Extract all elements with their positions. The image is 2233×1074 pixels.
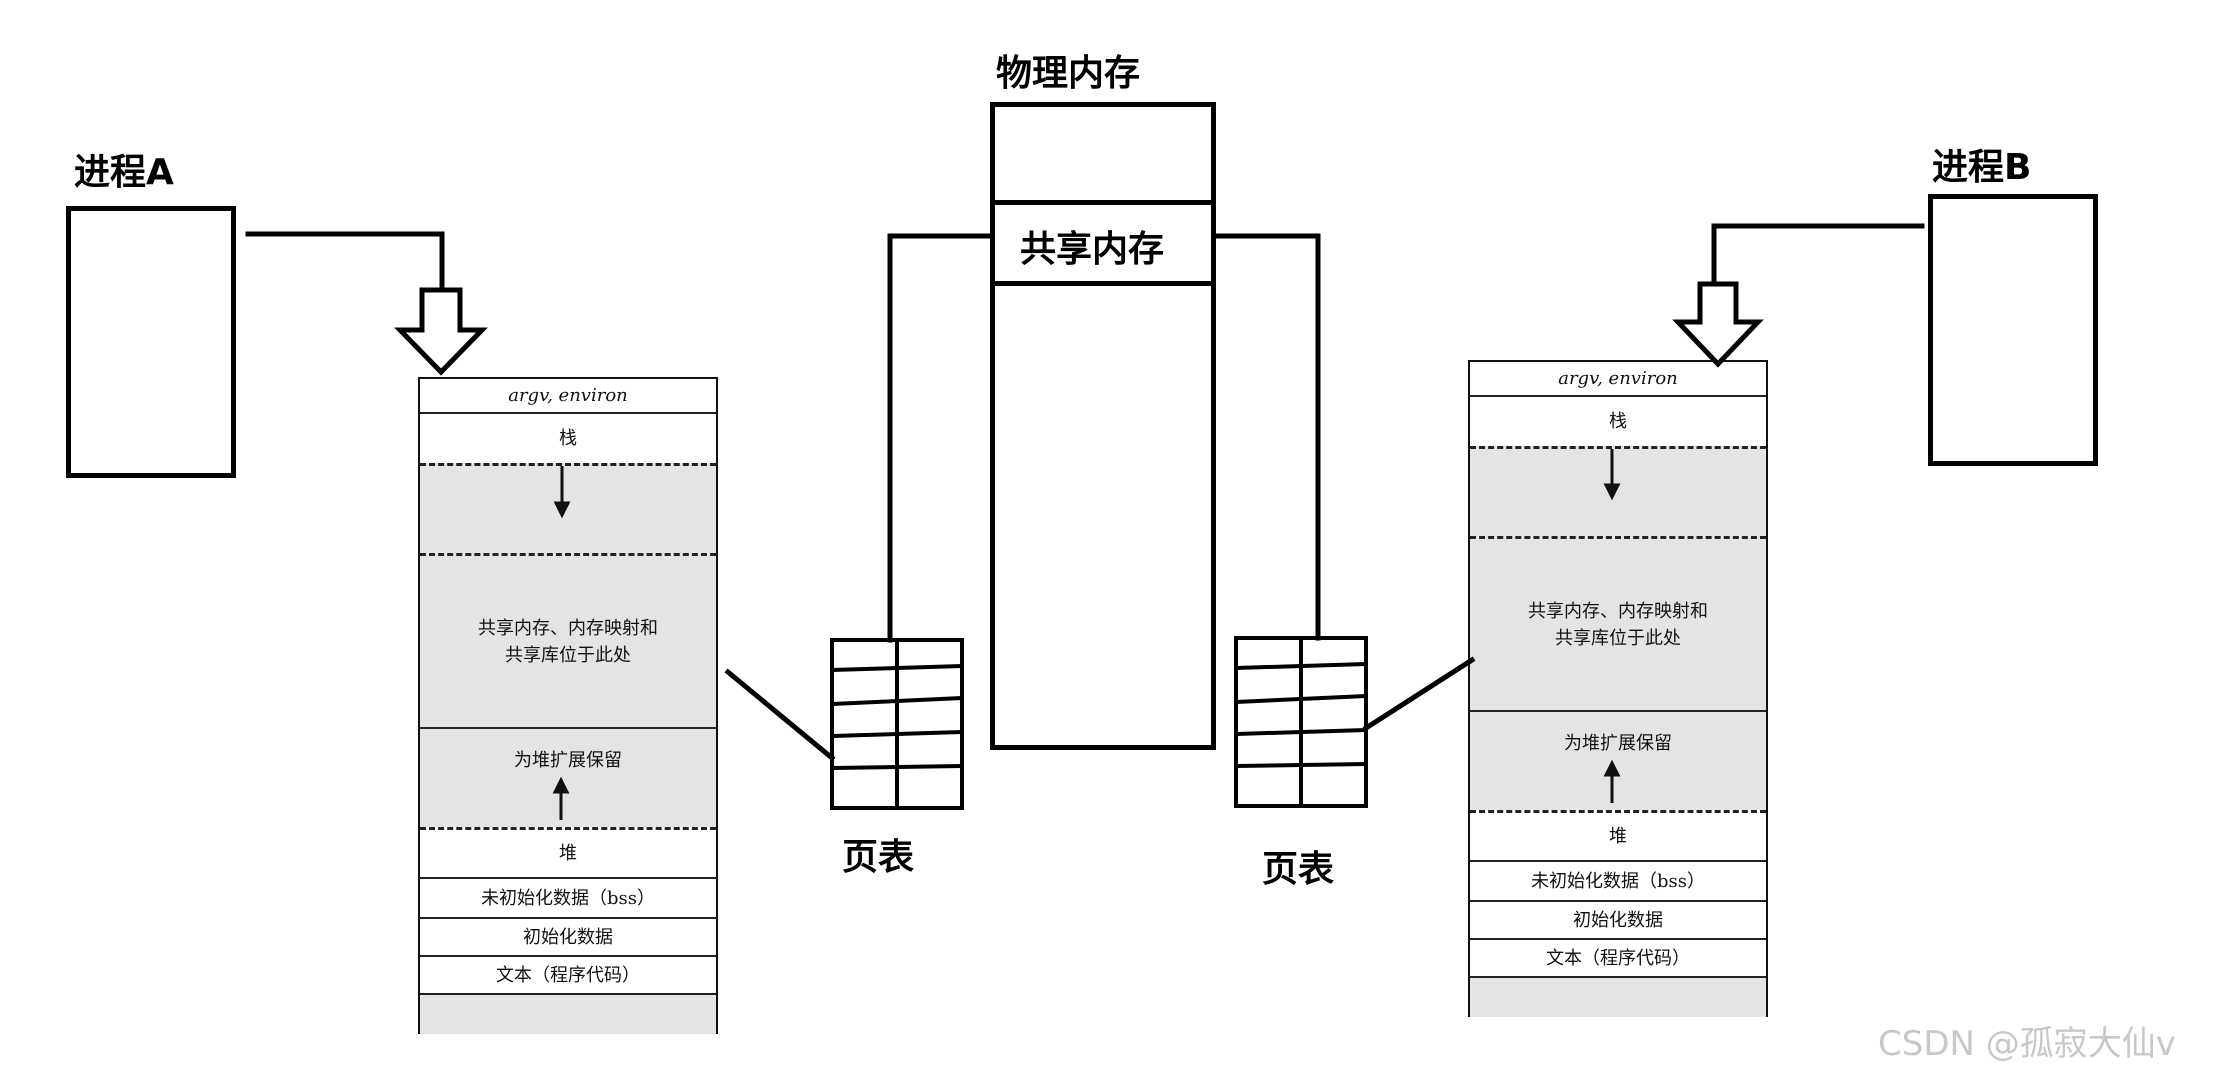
bottom-segment [1470, 976, 1766, 1017]
page-table-right-row [1235, 728, 1367, 736]
argv-environ-segment: argv, environ [1558, 368, 1678, 389]
page-table-left-row [831, 696, 963, 706]
page-table-right-label: 页表 [1262, 849, 1335, 890]
address-space-b: argv, environ 栈 共享内存、内存映射和 共享库位于此处 为堆扩展保… [1468, 360, 1768, 1017]
down-arrow-b-icon [1672, 281, 1764, 368]
page-table-left-label: 页表 [842, 837, 915, 878]
data-segment: 初始化数据 [420, 917, 716, 955]
shared-memory-label: 共享内存 [1020, 229, 1165, 270]
process-b-wire [1711, 223, 1925, 319]
space-a-to-table-wire [724, 668, 836, 762]
shared-to-left-table-wire [887, 233, 995, 643]
stack-growth-arrowhead-a-icon [553, 501, 571, 519]
bss-segment: 未初始化数据（bss） [420, 877, 716, 917]
process-b-label: 进程B [1932, 147, 2032, 188]
stack-growth-arrowhead-b-icon [1603, 483, 1621, 501]
bottom-segment [420, 993, 716, 1034]
watermark: CSDN @孤寂大仙v [1878, 1024, 2176, 1064]
process-b-box [1928, 194, 2098, 466]
process-a-wire [245, 231, 445, 325]
physical-memory-label: 物理内存 [996, 53, 1141, 94]
stack-segment: 栈 [420, 412, 716, 463]
text-segment: 文本（程序代码） [1470, 938, 1766, 976]
heap-reserve-segment: 为堆扩展保留 [1470, 710, 1766, 810]
shared-to-right-table-wire [1211, 233, 1321, 641]
process-a-label: 进程A [74, 152, 174, 193]
page-table-left-row [831, 664, 963, 672]
heap-segment: 堆 [1470, 810, 1766, 860]
heap-reserve-segment: 为堆扩展保留 [420, 727, 716, 827]
stack-segment: 栈 [1470, 395, 1766, 446]
stack-growth-area [420, 463, 716, 553]
bss-segment: 未初始化数据（bss） [1470, 860, 1766, 900]
heap-growth-arrowhead-b-icon [1603, 759, 1621, 777]
text-segment: 文本（程序代码） [420, 955, 716, 993]
shared-region-segment: 共享内存、内存映射和 共享库位于此处 [420, 553, 716, 727]
heap-segment: 堆 [420, 827, 716, 877]
process-a-box [66, 206, 236, 478]
argv-environ-segment: argv, environ [508, 385, 628, 406]
down-arrow-a-icon [394, 287, 488, 376]
shared-memory-block [990, 200, 1216, 286]
heap-growth-arrowhead-a-icon [552, 776, 570, 794]
space-b-to-table-wire [1362, 656, 1476, 732]
page-table-left-row [831, 730, 963, 738]
page-table-left-row [831, 764, 963, 770]
address-space-a: argv, environ 栈 共享内存、内存映射和 共享库位于此处 为堆扩展保… [418, 377, 718, 1034]
stack-growth-area [1470, 446, 1766, 536]
page-table-right-row [1235, 694, 1367, 704]
data-segment: 初始化数据 [1470, 900, 1766, 938]
page-table-right-row [1235, 662, 1367, 670]
page-table-right-row [1235, 762, 1367, 768]
shared-region-segment: 共享内存、内存映射和 共享库位于此处 [1470, 536, 1766, 710]
